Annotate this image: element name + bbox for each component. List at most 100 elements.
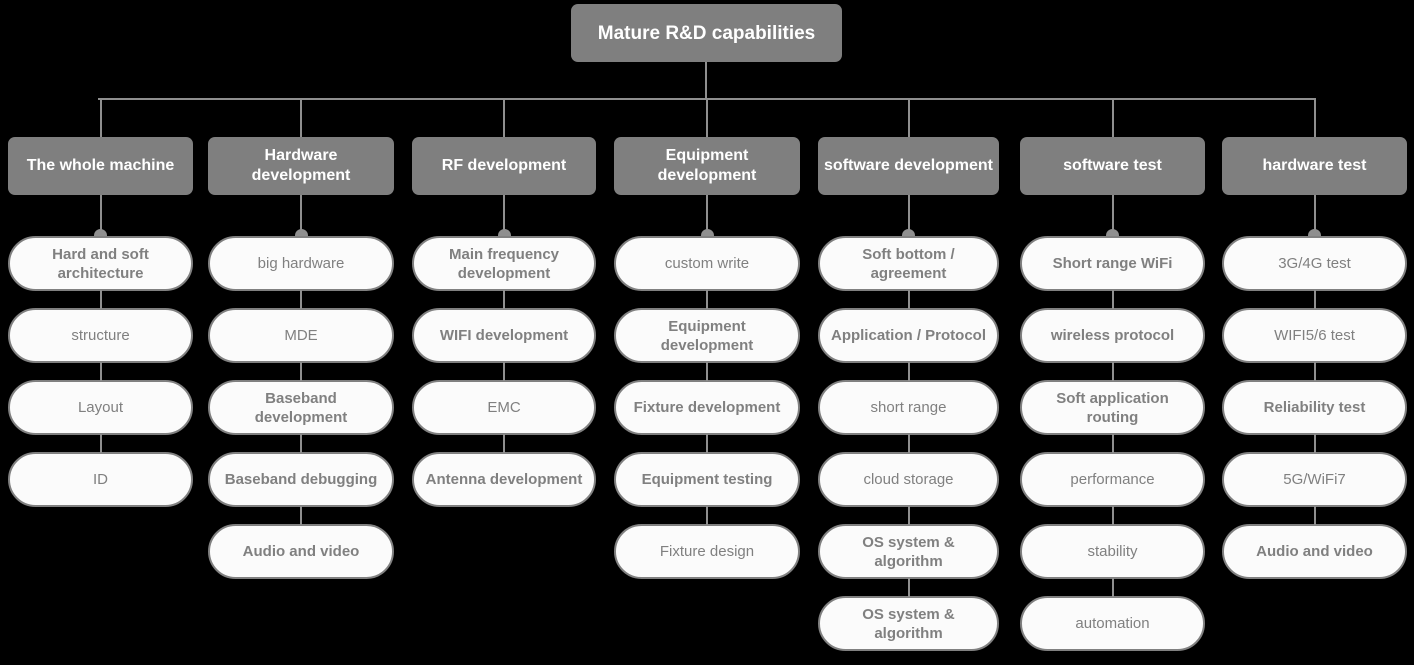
list-item: Short range WiFi [1020,236,1205,291]
column-stem-5 [907,195,910,235]
list-item: Baseband development [208,380,394,435]
list-item: Antenna development [412,452,596,507]
list-item: wireless protocol [1020,308,1205,363]
list-item: WIFI development [412,308,596,363]
list-item: OS system & algorithm [818,596,999,651]
column-header-5[interactable]: software development [818,137,999,195]
item-pill[interactable]: 3G/4G test [1222,236,1407,291]
list-item: stability [1020,524,1205,579]
list-item: Soft application routing [1020,380,1205,435]
item-pill[interactable]: OS system & algorithm [818,524,999,579]
item-pill[interactable]: big hardware [208,236,394,291]
item-pill[interactable]: Hard and soft architecture [8,236,193,291]
connector-drop-2 [300,98,302,138]
list-item: custom write [614,236,800,291]
item-pill[interactable]: WIFI5/6 test [1222,308,1407,363]
item-pill[interactable]: 5G/WiFi7 [1222,452,1407,507]
column-stem-2 [300,195,302,235]
item-pill[interactable]: structure [8,308,193,363]
column-stem-3 [503,195,505,235]
column-header-1[interactable]: The whole machine [8,137,193,195]
list-item: Layout [8,380,193,435]
column-stem-6 [1111,195,1114,235]
item-pill[interactable]: Layout [8,380,193,435]
list-item: structure [8,308,193,363]
list-item: Fixture development [614,380,800,435]
list-item: MDE [208,308,394,363]
item-pill[interactable]: Fixture design [614,524,800,579]
root-stem-line [705,62,707,99]
list-item: Hard and soft architecture [8,236,193,291]
item-pill[interactable]: MDE [208,308,394,363]
item-pill[interactable]: OS system & algorithm [818,596,999,651]
list-item: EMC [412,380,596,435]
item-pill[interactable]: wireless protocol [1020,308,1205,363]
item-pill[interactable]: WIFI development [412,308,596,363]
item-pill[interactable]: Equipment development [614,308,800,363]
list-item: big hardware [208,236,394,291]
list-item: short range [818,380,999,435]
list-item: cloud storage [818,452,999,507]
connector-drop-6 [1111,98,1114,138]
item-pill[interactable]: Soft application routing [1020,380,1205,435]
item-pill[interactable]: automation [1020,596,1205,651]
connector-drop-3 [503,98,505,138]
item-pill[interactable]: ID [8,452,193,507]
column-header-3[interactable]: RF development [412,137,596,195]
item-pill[interactable]: short range [818,380,999,435]
list-item: automation [1020,596,1205,651]
item-pill[interactable]: cloud storage [818,452,999,507]
item-pill[interactable]: Application / Protocol [818,308,999,363]
item-pill[interactable]: Antenna development [412,452,596,507]
list-item: Fixture design [614,524,800,579]
column-header-2[interactable]: Hardware development [208,137,394,195]
item-pill[interactable]: Short range WiFi [1020,236,1205,291]
list-item: Audio and video [1222,524,1407,579]
connector-drop-5 [907,98,910,138]
list-item: 3G/4G test [1222,236,1407,291]
item-pill[interactable]: Main frequency development [412,236,596,291]
connector-drop-7 [1313,98,1316,138]
list-item: Reliability test [1222,380,1407,435]
item-pill[interactable]: stability [1020,524,1205,579]
column-stem-4 [706,195,708,235]
root-node[interactable]: Mature R&D capabilities [571,4,842,62]
item-pill[interactable]: Baseband debugging [208,452,394,507]
column-stem-7 [1313,195,1316,235]
column-header-6[interactable]: software test [1020,137,1205,195]
list-item: performance [1020,452,1205,507]
column-header-4[interactable]: Equipment development [614,137,800,195]
item-pill[interactable]: Audio and video [1222,524,1407,579]
list-item: Soft bottom / agreement [818,236,999,291]
item-pill[interactable]: Baseband development [208,380,394,435]
item-pill[interactable]: EMC [412,380,596,435]
list-item: Main frequency development [412,236,596,291]
column-stem-1 [99,195,102,235]
list-item: 5G/WiFi7 [1222,452,1407,507]
column-header-7[interactable]: hardware test [1222,137,1407,195]
list-item: Baseband debugging [208,452,394,507]
item-pill[interactable]: Audio and video [208,524,394,579]
item-pill[interactable]: performance [1020,452,1205,507]
item-pill[interactable]: Reliability test [1222,380,1407,435]
connector-drop-1 [99,98,102,138]
list-item: Application / Protocol [818,308,999,363]
item-pill[interactable]: Equipment testing [614,452,800,507]
item-pill[interactable]: custom write [614,236,800,291]
list-item: Audio and video [208,524,394,579]
item-pill[interactable]: Soft bottom / agreement [818,236,999,291]
item-pill[interactable]: Fixture development [614,380,800,435]
list-item: ID [8,452,193,507]
